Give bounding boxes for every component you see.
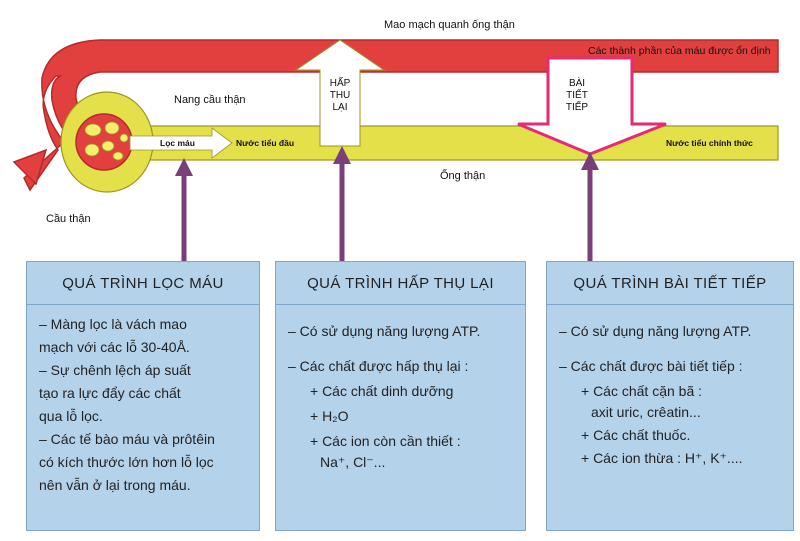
blood-flow-arrowhead <box>12 148 48 186</box>
secretion-item-1b: axit uric, crêatin... <box>591 404 701 420</box>
filtration-line-8: nên vẫn ở lại trong máu. <box>39 477 191 493</box>
final-urine-label: Nước tiểu chính thức <box>666 138 753 148</box>
secretion-word-2: TIẾT <box>566 90 588 101</box>
filtration-line-6: – Các tế bào máu và prôtêin <box>39 431 215 447</box>
filtration-line-1: – Màng lọc là vách mao <box>39 316 187 332</box>
glomerulus-pores <box>84 121 129 161</box>
reabsorption-line-2: – Các chất được hấp thụ lại : <box>288 358 469 374</box>
reabsorption-box: QUÁ TRÌNH HẤP THỤ LẠI – Có sử dụng năng … <box>275 261 526 531</box>
secretion-item-1: + Các chất cặn bã : <box>581 383 703 399</box>
secretion-item-2: + Các chất thuốc. <box>581 427 691 443</box>
filtration-box: QUÁ TRÌNH LỌC MÁU – Màng lọc là vách mao… <box>26 261 260 531</box>
filtration-line-4: tạo ra lực đẩy các chất <box>39 385 181 401</box>
primary-urine-label: Nước tiểu đầu <box>236 138 295 148</box>
filtration-line-3: – Sự chênh lệch áp suất <box>39 362 191 378</box>
reabsorption-word-3: LẠI <box>332 102 348 113</box>
secretion-line-1: – Có sử dụng năng lượng ATP. <box>559 323 752 339</box>
connectors <box>175 146 599 262</box>
glomerulus-label: Cầu thận <box>46 213 91 225</box>
reabsorption-item-3: + Các ion còn cần thiết : <box>310 433 461 449</box>
tubule-label: Ống thận <box>440 170 486 182</box>
secretion-arrow-text: BÀI TIẾT TIẾP <box>558 78 596 114</box>
secretion-box: QUÁ TRÌNH BÀI TIẾT TIẾP – Có sử dụng năn… <box>546 261 794 531</box>
reabsorption-item-3b: Na⁺, Cl⁻... <box>320 454 386 470</box>
reabsorption-arrow-text: HẤP THU LẠI <box>322 78 358 114</box>
filtration-label: Lọc máu <box>160 138 195 148</box>
reabsorption-arrow <box>294 39 386 147</box>
reabsorption-item-2: + H₂O <box>310 408 349 424</box>
filtration-line-2: mạch với các lỗ 30-40Å. <box>39 339 190 355</box>
secretion-word-3: TIẾP <box>565 102 589 113</box>
filtration-box-title: QUÁ TRÌNH LỌC MÁU <box>27 262 259 305</box>
stable-blood-label: Các thành phần của máu được ổn định <box>588 45 771 57</box>
secretion-arrow <box>517 56 667 156</box>
secretion-box-title: QUÁ TRÌNH BÀI TIẾT TIẾP <box>547 262 793 305</box>
filtration-line-5: qua lỗ lọc. <box>39 408 103 424</box>
filtration-arrow <box>129 127 233 159</box>
secretion-item-3: + Các ion thừa : H⁺, K⁺.... <box>581 450 743 466</box>
reabsorption-word-2: THU <box>329 90 351 101</box>
reabsorption-item-1: + Các chất dinh dưỡng <box>310 383 454 399</box>
reabsorption-line-1: – Có sử dụng năng lượng ATP. <box>288 323 481 339</box>
secretion-line-2: – Các chất được bài tiết tiếp : <box>559 358 743 374</box>
peritubular-capillary-label: Mao mạch quanh ống thận <box>384 19 515 31</box>
reabsorption-box-title: QUÁ TRÌNH HẤP THỤ LẠI <box>276 262 525 305</box>
filtration-line-7: có kích thước lớn hơn lỗ lọc <box>39 454 214 470</box>
reabsorption-word-1: HẤP <box>329 78 351 89</box>
secretion-word-1: BÀI <box>568 78 586 89</box>
capsule-label: Nang cầu thận <box>174 94 246 106</box>
